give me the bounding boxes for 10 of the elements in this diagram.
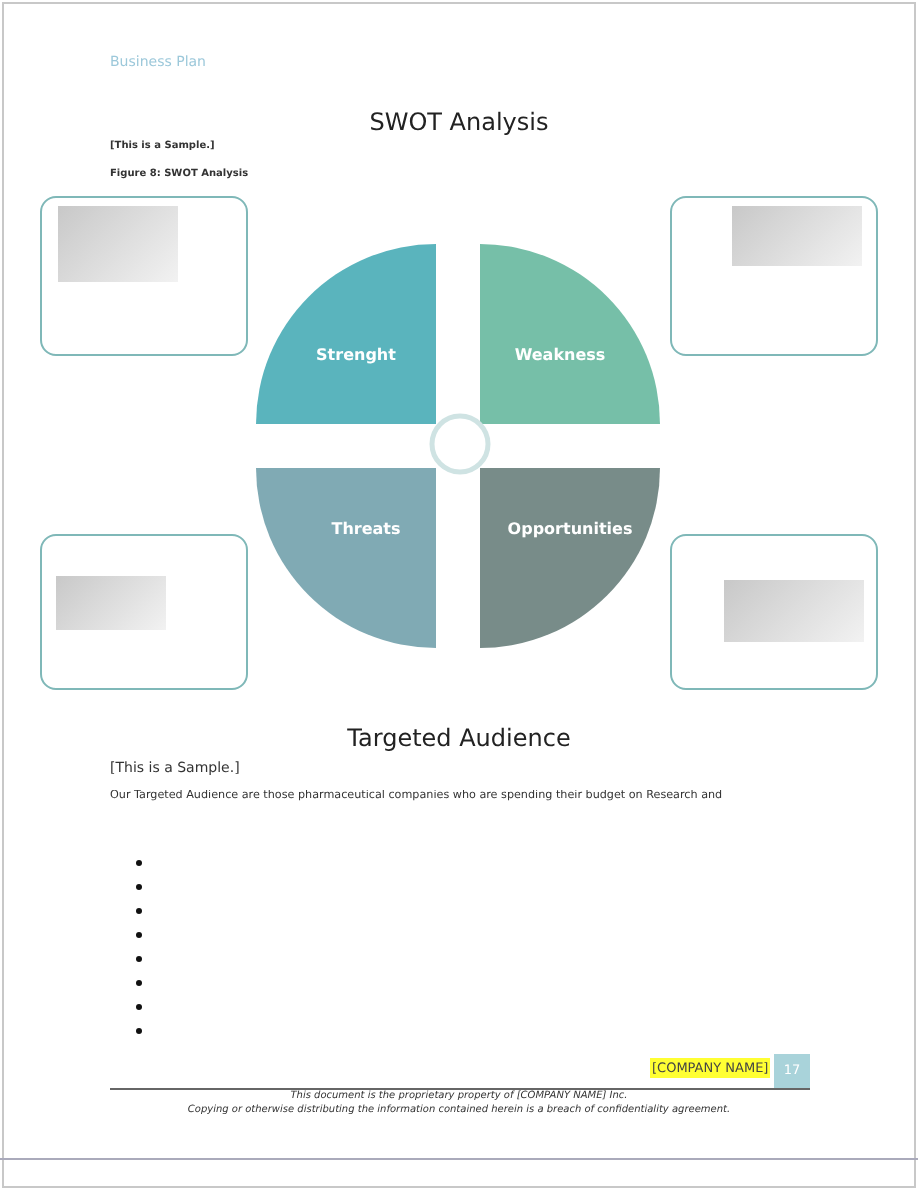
text-box — [40, 534, 248, 690]
text-box — [670, 534, 878, 690]
quadrant-label: Strenght — [316, 345, 396, 363]
quadrant-label: Weakness — [514, 345, 606, 363]
quadrant-label: Threats — [331, 519, 401, 537]
title: SWOT Analysis — [367, 108, 551, 136]
text-box — [670, 196, 878, 356]
text-box — [40, 196, 248, 356]
quadrant-label: Opportunities — [507, 519, 633, 537]
section-heading: Targeted Audience — [345, 724, 573, 752]
